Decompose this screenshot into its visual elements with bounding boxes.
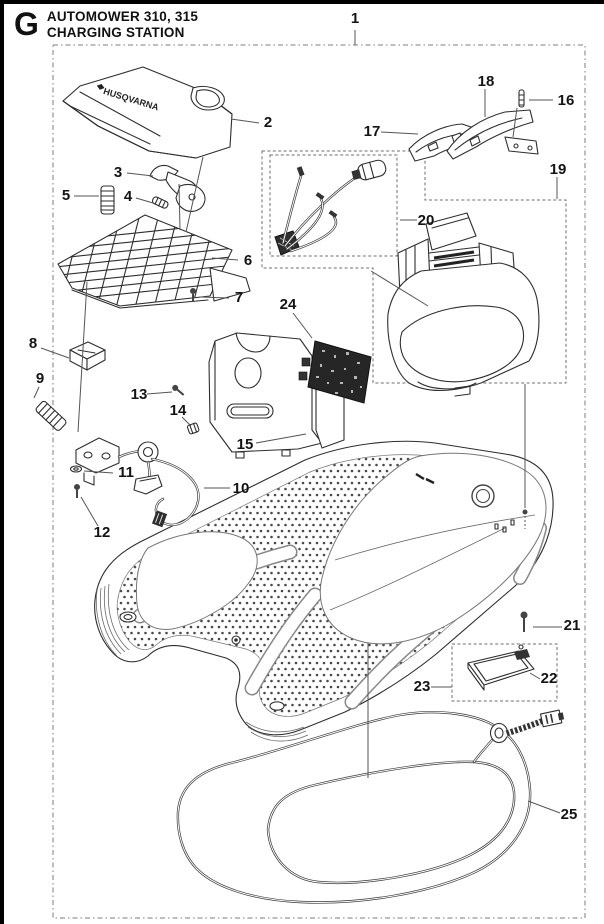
spring-5: [100, 185, 115, 215]
callout-21: 21: [564, 617, 581, 634]
spring-9: [35, 400, 67, 431]
screw-12: [74, 484, 80, 490]
boundary-loop-25: [176, 709, 565, 904]
charge-boss: [471, 484, 495, 508]
callout-22: 22: [541, 670, 558, 687]
callout-20: 20: [418, 212, 435, 229]
diagram-header: G AUTOMOWER 310, 315 CHARGING STATION: [14, 8, 198, 41]
page-border-top: [0, 0, 604, 4]
mount-bracket: [75, 437, 120, 474]
top-cover: HUSQVARNA: [62, 66, 233, 159]
callout-labels: 1 2 3 4 5 6 7 8 9 10 11 12 13 14 15 16 1…: [29, 10, 581, 823]
bottom-plate-group: [451, 611, 558, 702]
callout-7: 7: [235, 289, 243, 306]
contact-plate-22: [467, 644, 535, 691]
callout-12: 12: [94, 524, 111, 541]
callout-16: 16: [558, 92, 575, 109]
cable-assembly-10: [117, 384, 200, 528]
callout-8: 8: [29, 335, 37, 352]
page-border-left: [0, 0, 4, 924]
callout-2: 2: [264, 114, 272, 131]
callout-10: 10: [233, 480, 250, 497]
callout-11: 11: [118, 464, 134, 481]
mount-screw-dot: [522, 509, 528, 515]
washer-11: [69, 465, 83, 473]
callout-24: 24: [280, 296, 297, 313]
cable-connector: [151, 510, 168, 528]
callout-1: 1: [351, 10, 359, 27]
callout-9: 9: [36, 370, 44, 387]
pin-16: [518, 89, 525, 108]
section-letter: G: [14, 6, 39, 42]
callout-5: 5: [62, 187, 70, 204]
loop-connector: [539, 709, 565, 728]
harness-box: [269, 154, 398, 257]
rim-contours: [95, 583, 309, 742]
base-plate: [94, 440, 554, 742]
callout-25: 25: [561, 806, 578, 823]
callout-19: 19: [550, 161, 567, 178]
latch-assembly: [100, 164, 206, 215]
callout-17: 17: [364, 123, 381, 140]
callout-23: 23: [414, 678, 431, 695]
assembly-boundary-box: [52, 44, 586, 919]
callout-15: 15: [237, 436, 254, 453]
callout-3: 3: [114, 164, 122, 181]
harness-barrel-connector: [351, 159, 387, 181]
callout-4: 4: [124, 188, 133, 205]
callout-18: 18: [478, 73, 495, 90]
plate-smooth-left: [135, 531, 258, 630]
contact-brackets: [408, 89, 539, 162]
grid-plate: [57, 214, 251, 309]
screw-7: [190, 288, 196, 294]
tower-group-box: [261, 150, 567, 384]
pcb-24: [298, 340, 372, 404]
callout-13: 13: [131, 386, 148, 403]
leader-lines: [33, 30, 562, 814]
title-line-1: AUTOMOWER 310, 315: [46, 9, 199, 24]
callout-6: 6: [244, 252, 252, 269]
wire-harness-20: [274, 159, 387, 256]
cable-clip: [133, 474, 163, 495]
screw-21: [520, 611, 528, 619]
spring-bracket-assembly: [35, 341, 120, 498]
screw-13: [172, 384, 185, 396]
charging-tower: [387, 212, 540, 397]
bracket-18: [446, 109, 539, 160]
title-line-2: CHARGING STATION: [46, 25, 185, 40]
callout-14: 14: [170, 402, 187, 419]
screw-4: [151, 196, 169, 209]
